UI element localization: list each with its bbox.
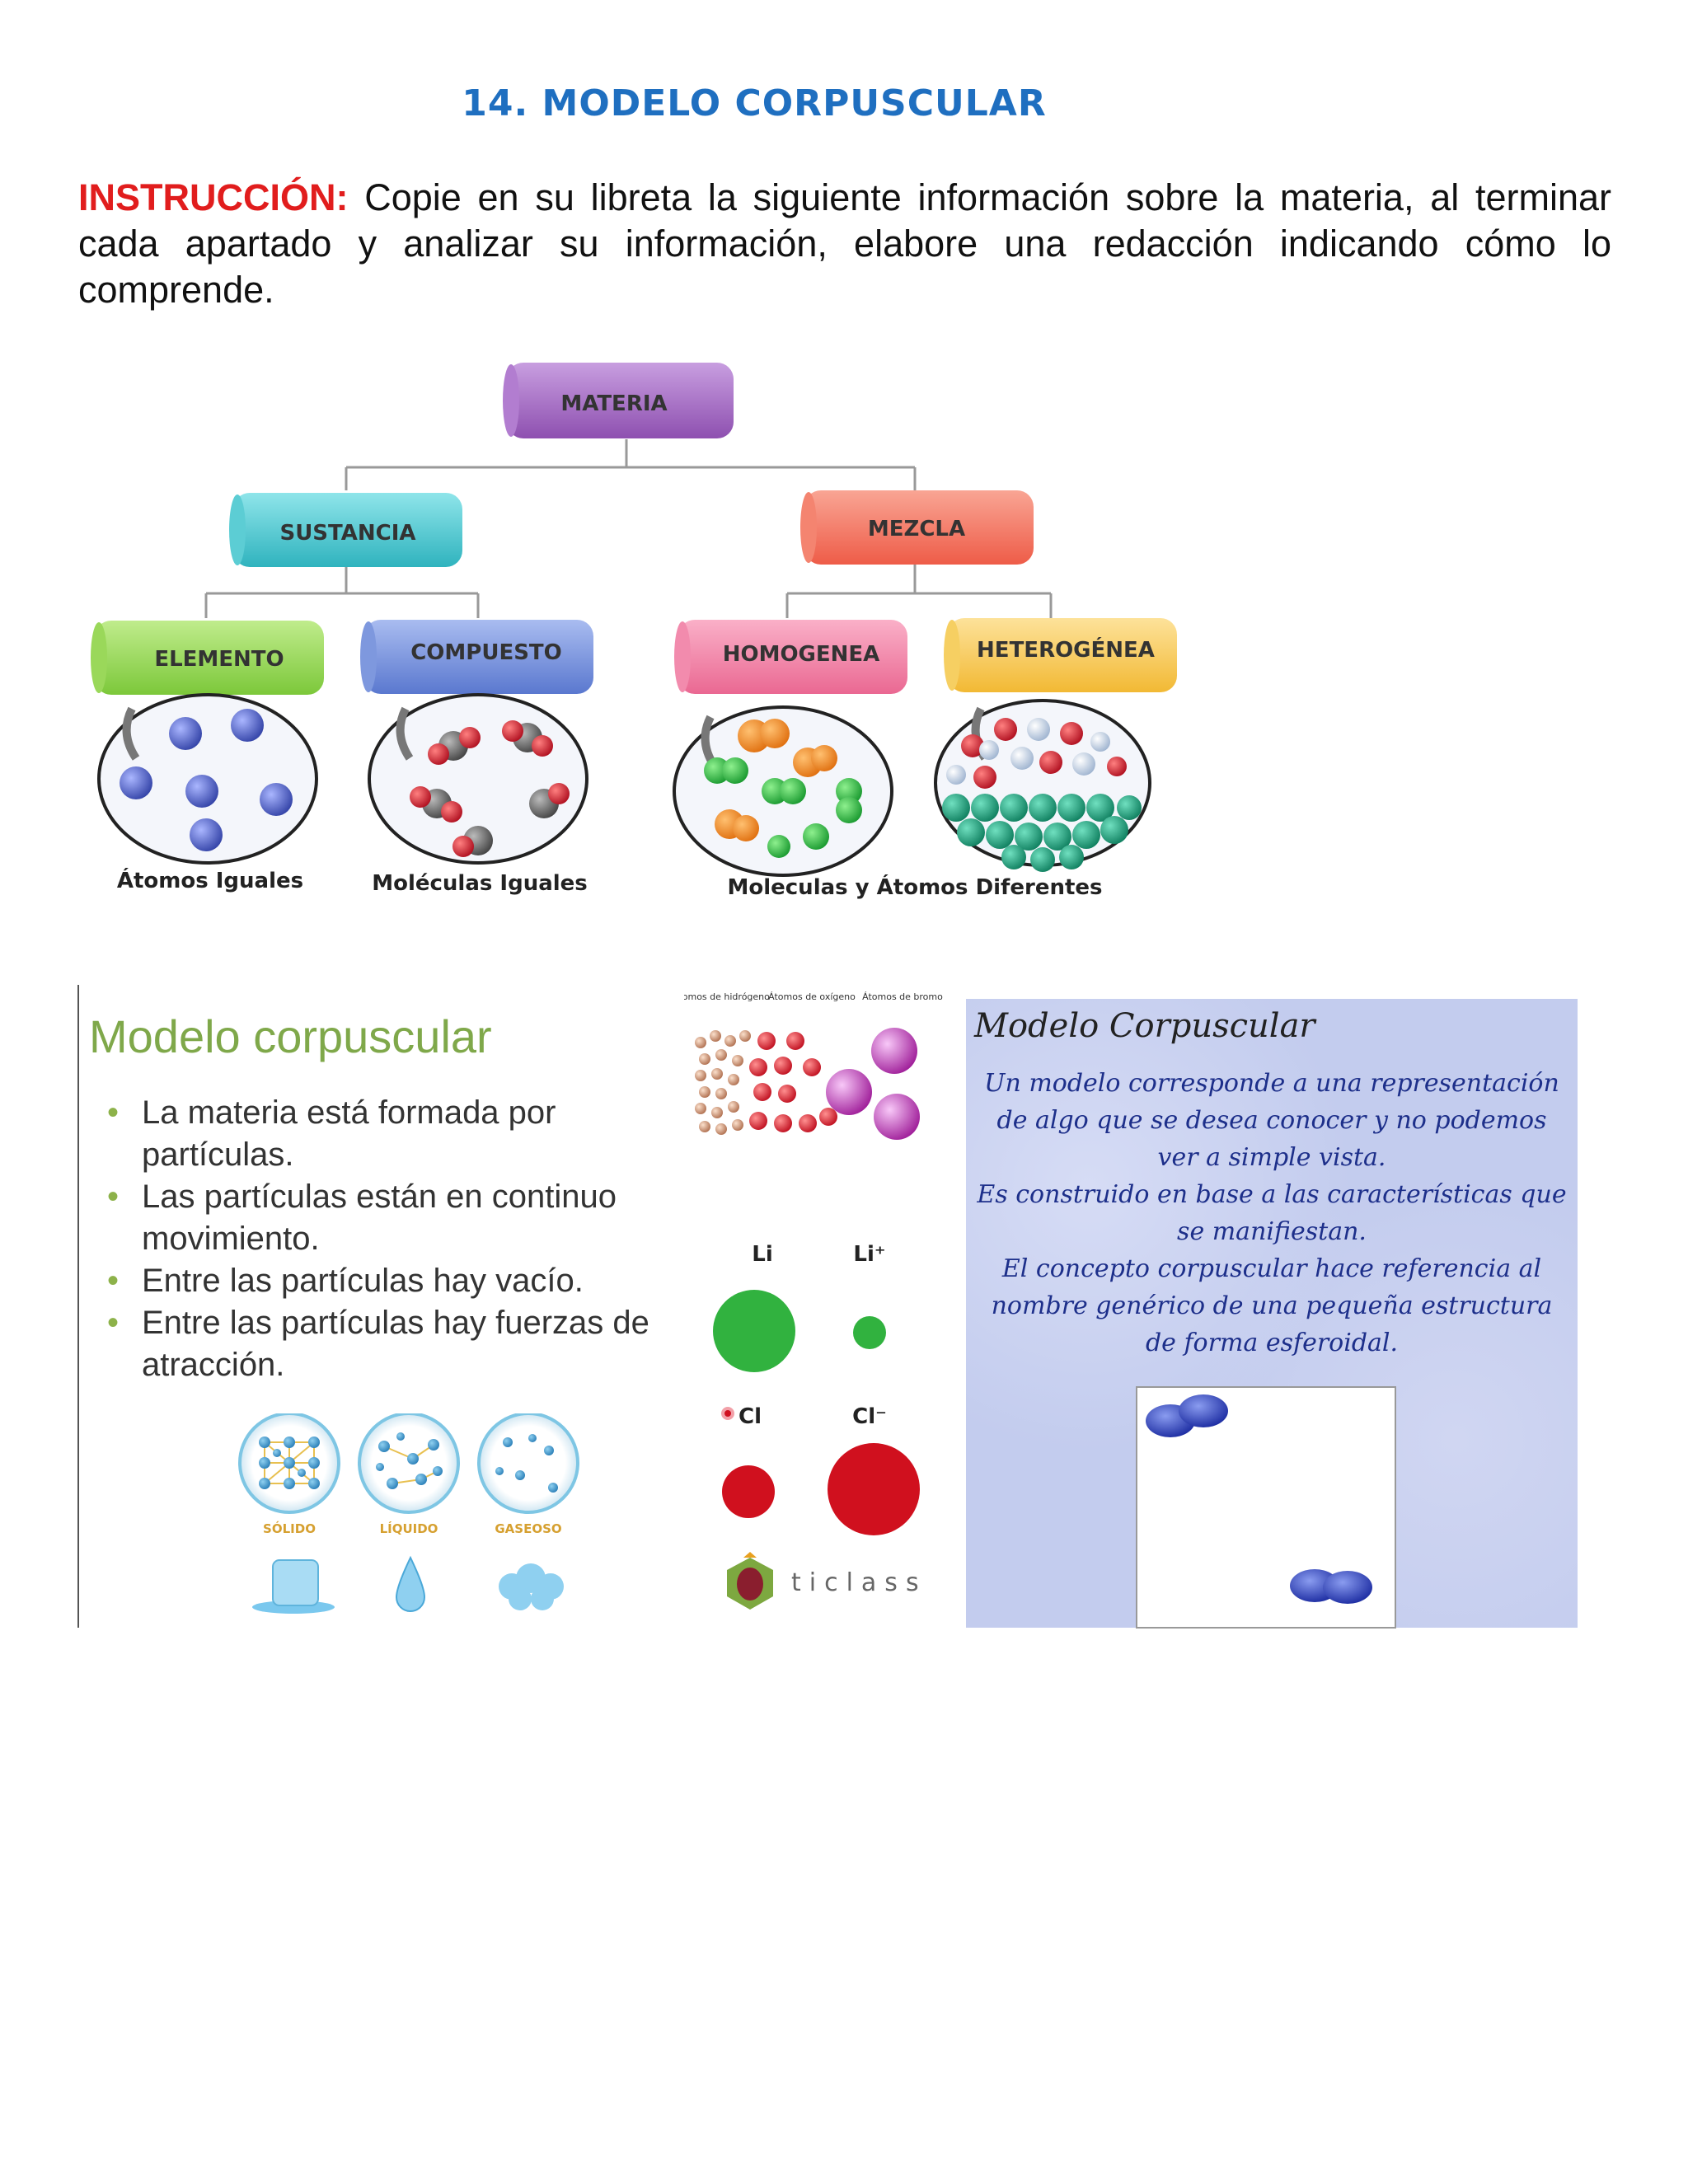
- liquid-diagram: [358, 1413, 460, 1514]
- water-drop-icon: [395, 1555, 426, 1612]
- node-mezcla-label: MEZCLA: [868, 517, 965, 541]
- ticlass-logo-icon: [727, 1552, 773, 1610]
- slide-atoms-ions: Átomos de hidrógeno Átomos de oxígeno Át…: [684, 985, 948, 1628]
- node-compuesto: COMPUESTO: [360, 620, 593, 694]
- node-materia: MATERIA: [503, 363, 734, 438]
- label-cl-ion: Cl⁻: [852, 1404, 887, 1429]
- caption-moleculas-atomos-diferentes: Moleculas y Átomos Diferentes: [727, 874, 1102, 900]
- slide-modelo-corpuscular-definition: Modelo Corpuscular Un modelo corresponde…: [966, 999, 1578, 1629]
- slide-heading: Modelo Corpuscular: [974, 1007, 1315, 1045]
- node-heterogenea: HETEROGÉNEA: [944, 618, 1177, 692]
- label-atomos-oxigeno: Átomos de oxígeno: [768, 991, 856, 1002]
- slide-modelo-corpuscular: Modelo corpuscular •La materia está form…: [77, 985, 673, 1628]
- bullet-item: •Entre las partículas hay fuerzas de atr…: [107, 1305, 649, 1383]
- cl-ion: [828, 1443, 920, 1535]
- bullet-item: •Entre las partículas hay vacío.: [107, 1263, 584, 1299]
- node-homogenea: HOMOGENEA: [674, 620, 907, 694]
- label-cl: Cl: [738, 1404, 762, 1429]
- bullet-list: •La materia está formada por partículas.…: [87, 1092, 681, 1386]
- oxygen-atoms: [749, 1032, 837, 1132]
- instruction-label: INSTRUCCIÓN:: [78, 176, 349, 218]
- state-label-liquido: LÍQUIDO: [380, 1521, 438, 1536]
- node-sustancia-label: SUSTANCIA: [279, 521, 415, 546]
- compuesto-particles: [368, 693, 588, 865]
- states-of-matter-illustration: SÓLIDO LÍQUIDO GASEOSO: [238, 1413, 579, 1614]
- homogenea-particles: [673, 705, 893, 877]
- ticlass-logo-text: ticlass: [791, 1568, 927, 1597]
- instruction-text: Copie en su libreta la siguiente informa…: [78, 176, 1611, 311]
- node-mezcla: MEZCLA: [800, 490, 1034, 565]
- connector-lines: [204, 439, 1053, 618]
- gas-diagram: [477, 1413, 579, 1514]
- particle-animation-frame: [1136, 1386, 1396, 1629]
- node-elemento: ELEMENTO: [91, 621, 324, 695]
- li-ion: [853, 1316, 886, 1349]
- label-atomos-bromo: Átomos de bromo: [862, 991, 943, 1002]
- state-label-gaseoso: GASEOSO: [495, 1521, 561, 1536]
- definition-paragraph: Un modelo corresponde a una representaci…: [984, 1069, 1559, 1172]
- label-li-ion: Li⁺: [853, 1242, 885, 1267]
- label-atomos-hidrogeno: Átomos de hidrógeno: [684, 991, 770, 1002]
- hydrogen-atoms: [695, 1030, 751, 1135]
- caption-atomos-iguales: Átomos Iguales: [117, 867, 303, 893]
- node-homogenea-label: HOMOGENEA: [723, 642, 880, 667]
- caption-moleculas-iguales: Moléculas Iguales: [372, 871, 588, 896]
- bromine-atoms: [826, 1028, 920, 1140]
- label-li: Li: [752, 1242, 772, 1267]
- node-sustancia: SUSTANCIA: [229, 493, 462, 567]
- heterogenea-particles: [934, 699, 1151, 872]
- particle-pair-top: [1146, 1394, 1228, 1437]
- li-atom: [713, 1290, 795, 1372]
- definition-paragraph: El concepto corpuscular hace referencia …: [991, 1254, 1553, 1357]
- node-materia-label: MATERIA: [560, 391, 667, 416]
- solid-diagram: [238, 1413, 340, 1514]
- ice-cube-icon: [252, 1559, 335, 1614]
- definition-text: Un modelo corresponde a una representaci…: [974, 1065, 1569, 1361]
- bullet-item: •Las partículas están en continuo movimi…: [107, 1179, 617, 1257]
- node-compuesto-label: COMPUESTO: [410, 640, 562, 665]
- matter-concept-map: MATERIA SUSTANCIA MEZCLA ELEMENTO COMPUE…: [91, 363, 1177, 900]
- slide-heading: Modelo corpuscular: [89, 1010, 492, 1062]
- node-heterogenea-label: HETEROGÉNEA: [977, 636, 1155, 663]
- instruction-paragraph: INSTRUCCIÓN: Copie en su libreta la sigu…: [78, 175, 1611, 313]
- state-label-solido: SÓLIDO: [263, 1521, 316, 1536]
- page-title: 14. MODELO CORPUSCULAR: [462, 82, 1047, 124]
- particle-pair-bottom: [1290, 1569, 1372, 1604]
- cl-atom: [722, 1465, 775, 1518]
- bullet-item: •La materia está formada por partículas.: [107, 1094, 556, 1173]
- node-elemento-label: ELEMENTO: [154, 647, 284, 672]
- cl-marker: [721, 1407, 734, 1420]
- elemento-particles: [97, 693, 318, 865]
- definition-paragraph: Es construido en base a las característi…: [977, 1180, 1567, 1246]
- vapor-cloud-icon: [499, 1563, 564, 1610]
